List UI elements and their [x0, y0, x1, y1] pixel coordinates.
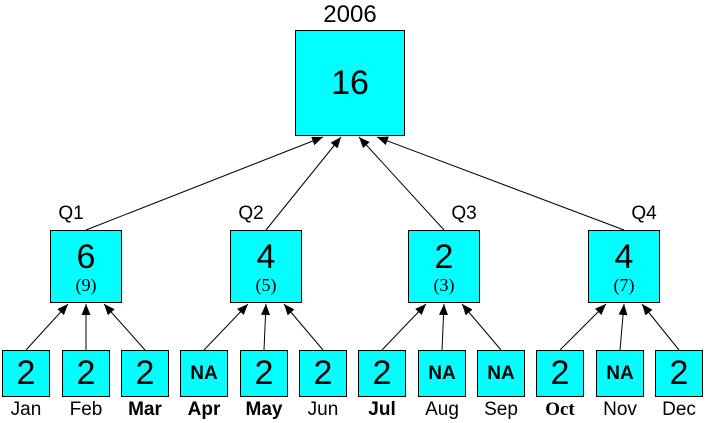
month-value: NA — [487, 362, 515, 384]
month-node: 2 — [299, 350, 347, 397]
month-node: 2 — [2, 350, 50, 397]
quarter-label: Q2 — [238, 203, 264, 224]
month-node: NA — [418, 350, 466, 397]
tree-edge — [439, 303, 449, 351]
month-value: NA — [190, 362, 218, 384]
month-value: 2 — [313, 354, 333, 392]
quarter-subvalue: (5) — [255, 275, 277, 295]
month-node: NA — [477, 350, 525, 397]
quarter-label: Q4 — [631, 203, 657, 224]
month-label: Jun — [307, 399, 339, 420]
quarter-subvalue: (3) — [433, 275, 455, 295]
month-node: 2 — [121, 350, 169, 397]
tree-edge — [358, 136, 445, 231]
quarter-value: 4 — [614, 238, 634, 276]
quarter-subvalue: (9) — [75, 275, 97, 295]
month-node: 2 — [240, 350, 288, 397]
root-node: 16 — [295, 30, 405, 136]
quarter-subvalue: (7) — [613, 275, 635, 295]
tree-edge — [25, 303, 69, 351]
quarter-value: 4 — [256, 238, 276, 276]
month-label: May — [245, 399, 283, 420]
tree-edge — [461, 303, 502, 351]
tree-edge — [618, 303, 628, 351]
month-node: NA — [596, 350, 644, 397]
month-value: 2 — [135, 354, 155, 392]
month-value: 2 — [669, 354, 689, 392]
quarter-label: Q1 — [58, 203, 84, 224]
quarter-value: 6 — [76, 238, 96, 276]
month-value: 2 — [254, 354, 274, 392]
month-node: 2 — [536, 350, 584, 397]
month-label: Mar — [128, 399, 162, 420]
tree-edge — [641, 303, 680, 351]
quarter-node: 4(5) — [230, 230, 302, 303]
month-label: Apr — [187, 399, 221, 420]
tree-edge — [376, 136, 625, 231]
month-label: Jan — [10, 399, 42, 420]
quarter-node: 2(3) — [408, 230, 480, 303]
quarter-node: 6(9) — [50, 230, 122, 303]
month-node: 2 — [358, 350, 406, 397]
month-label: Oct — [545, 399, 575, 420]
month-label: Jul — [368, 399, 396, 420]
month-value: 2 — [550, 354, 570, 392]
month-value: 2 — [372, 354, 392, 392]
month-value: NA — [428, 362, 456, 384]
month-label: Dec — [662, 399, 696, 420]
month-value: NA — [606, 362, 634, 384]
month-node: 2 — [655, 350, 703, 397]
quarter-node: 4(7) — [588, 230, 660, 303]
tree-edge — [265, 136, 342, 231]
month-label: Aug — [425, 399, 459, 420]
quarter-label: Q3 — [451, 203, 477, 224]
month-label: Feb — [69, 399, 103, 420]
year-label: 2006 — [323, 1, 377, 28]
tree-edge — [203, 303, 249, 351]
month-value: 2 — [76, 354, 96, 392]
root-value: 16 — [331, 63, 369, 102]
tree-edge — [559, 303, 607, 351]
tree-edge — [381, 303, 427, 351]
month-node: 2 — [62, 350, 110, 397]
tree-edge — [85, 136, 324, 231]
month-value: 2 — [16, 354, 36, 392]
month-node: NA — [180, 350, 228, 397]
month-label: Nov — [603, 399, 637, 420]
month-label: Sep — [484, 399, 518, 420]
quarter-value: 2 — [434, 238, 454, 276]
tree-edge — [103, 303, 146, 351]
tree-edge — [283, 303, 324, 351]
tree-edge — [261, 303, 271, 351]
